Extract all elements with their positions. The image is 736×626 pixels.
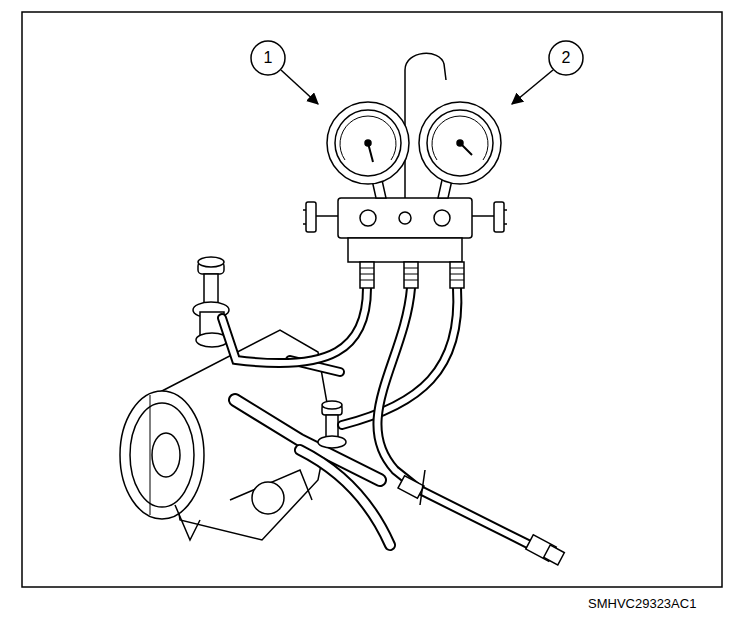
refrigerant-line [235, 400, 380, 480]
manifold-block [360, 262, 374, 288]
low-pressure-gauge [340, 116, 396, 160]
figure-id: SMHVC29323AC1 [588, 597, 696, 610]
compressor [175, 505, 200, 540]
refrigerant-line [235, 360, 390, 545]
manifold-block [348, 238, 462, 262]
callout-number: 1 [264, 50, 273, 66]
manifold-block [494, 202, 504, 232]
callout-number: 2 [562, 50, 571, 66]
gauge-hose [342, 288, 457, 425]
hose-end-fitting [398, 476, 424, 499]
hose-end-fitting [544, 545, 565, 565]
manifold-block [316, 215, 338, 217]
leader-arrow [281, 70, 553, 104]
manifold-block [360, 210, 376, 226]
compressor [150, 395, 151, 515]
gauge-hose [222, 288, 367, 363]
refrigerant-line [300, 450, 390, 545]
high-pressure-gauge [427, 110, 493, 176]
leader-arrow [281, 70, 318, 104]
low-pressure-gauge [327, 102, 409, 198]
hose-end-fitting [420, 470, 425, 505]
refrigerant-line [235, 400, 380, 480]
high-pressure-gauge [457, 140, 463, 146]
gauge-hose [222, 288, 367, 363]
compressor [152, 433, 180, 477]
manifold-block [504, 223, 507, 225]
low-pressure-gauge [327, 102, 409, 184]
compressor [120, 391, 204, 519]
gauge-hose [377, 288, 530, 545]
low-pressure-gauge [365, 140, 371, 146]
manifold-block [472, 215, 494, 217]
manifold-block [399, 212, 411, 224]
hose-end-fitting [398, 470, 564, 565]
manifold-block [303, 209, 306, 211]
manifold-block [450, 262, 464, 288]
callout-circle [549, 41, 583, 75]
manifold-block [434, 210, 450, 226]
gauge-hose [222, 288, 530, 545]
manifold-block [303, 223, 306, 225]
manifold-block [360, 268, 464, 280]
callout-circle [251, 41, 583, 75]
compressor [252, 482, 284, 514]
gauge-hose [377, 288, 530, 545]
high-pressure-gauge [419, 102, 501, 184]
callout-circle [251, 41, 285, 75]
figure-border [22, 12, 722, 587]
compressor [130, 403, 194, 507]
high-pressure-gauge [432, 116, 488, 160]
service-valve [204, 274, 218, 306]
leader-arrow [512, 70, 553, 104]
manifold-block [306, 202, 316, 232]
manifold-block [504, 209, 507, 211]
gauge-hose [342, 288, 457, 425]
high-pressure-gauge [419, 102, 501, 198]
manifold-block [303, 198, 507, 288]
service-valve [322, 401, 342, 409]
service-valve [198, 257, 224, 267]
service-valve [318, 436, 346, 448]
manifold-block [338, 198, 472, 238]
refrigerant-line [300, 450, 390, 545]
manifold-block [404, 262, 418, 288]
low-pressure-gauge [335, 110, 401, 176]
